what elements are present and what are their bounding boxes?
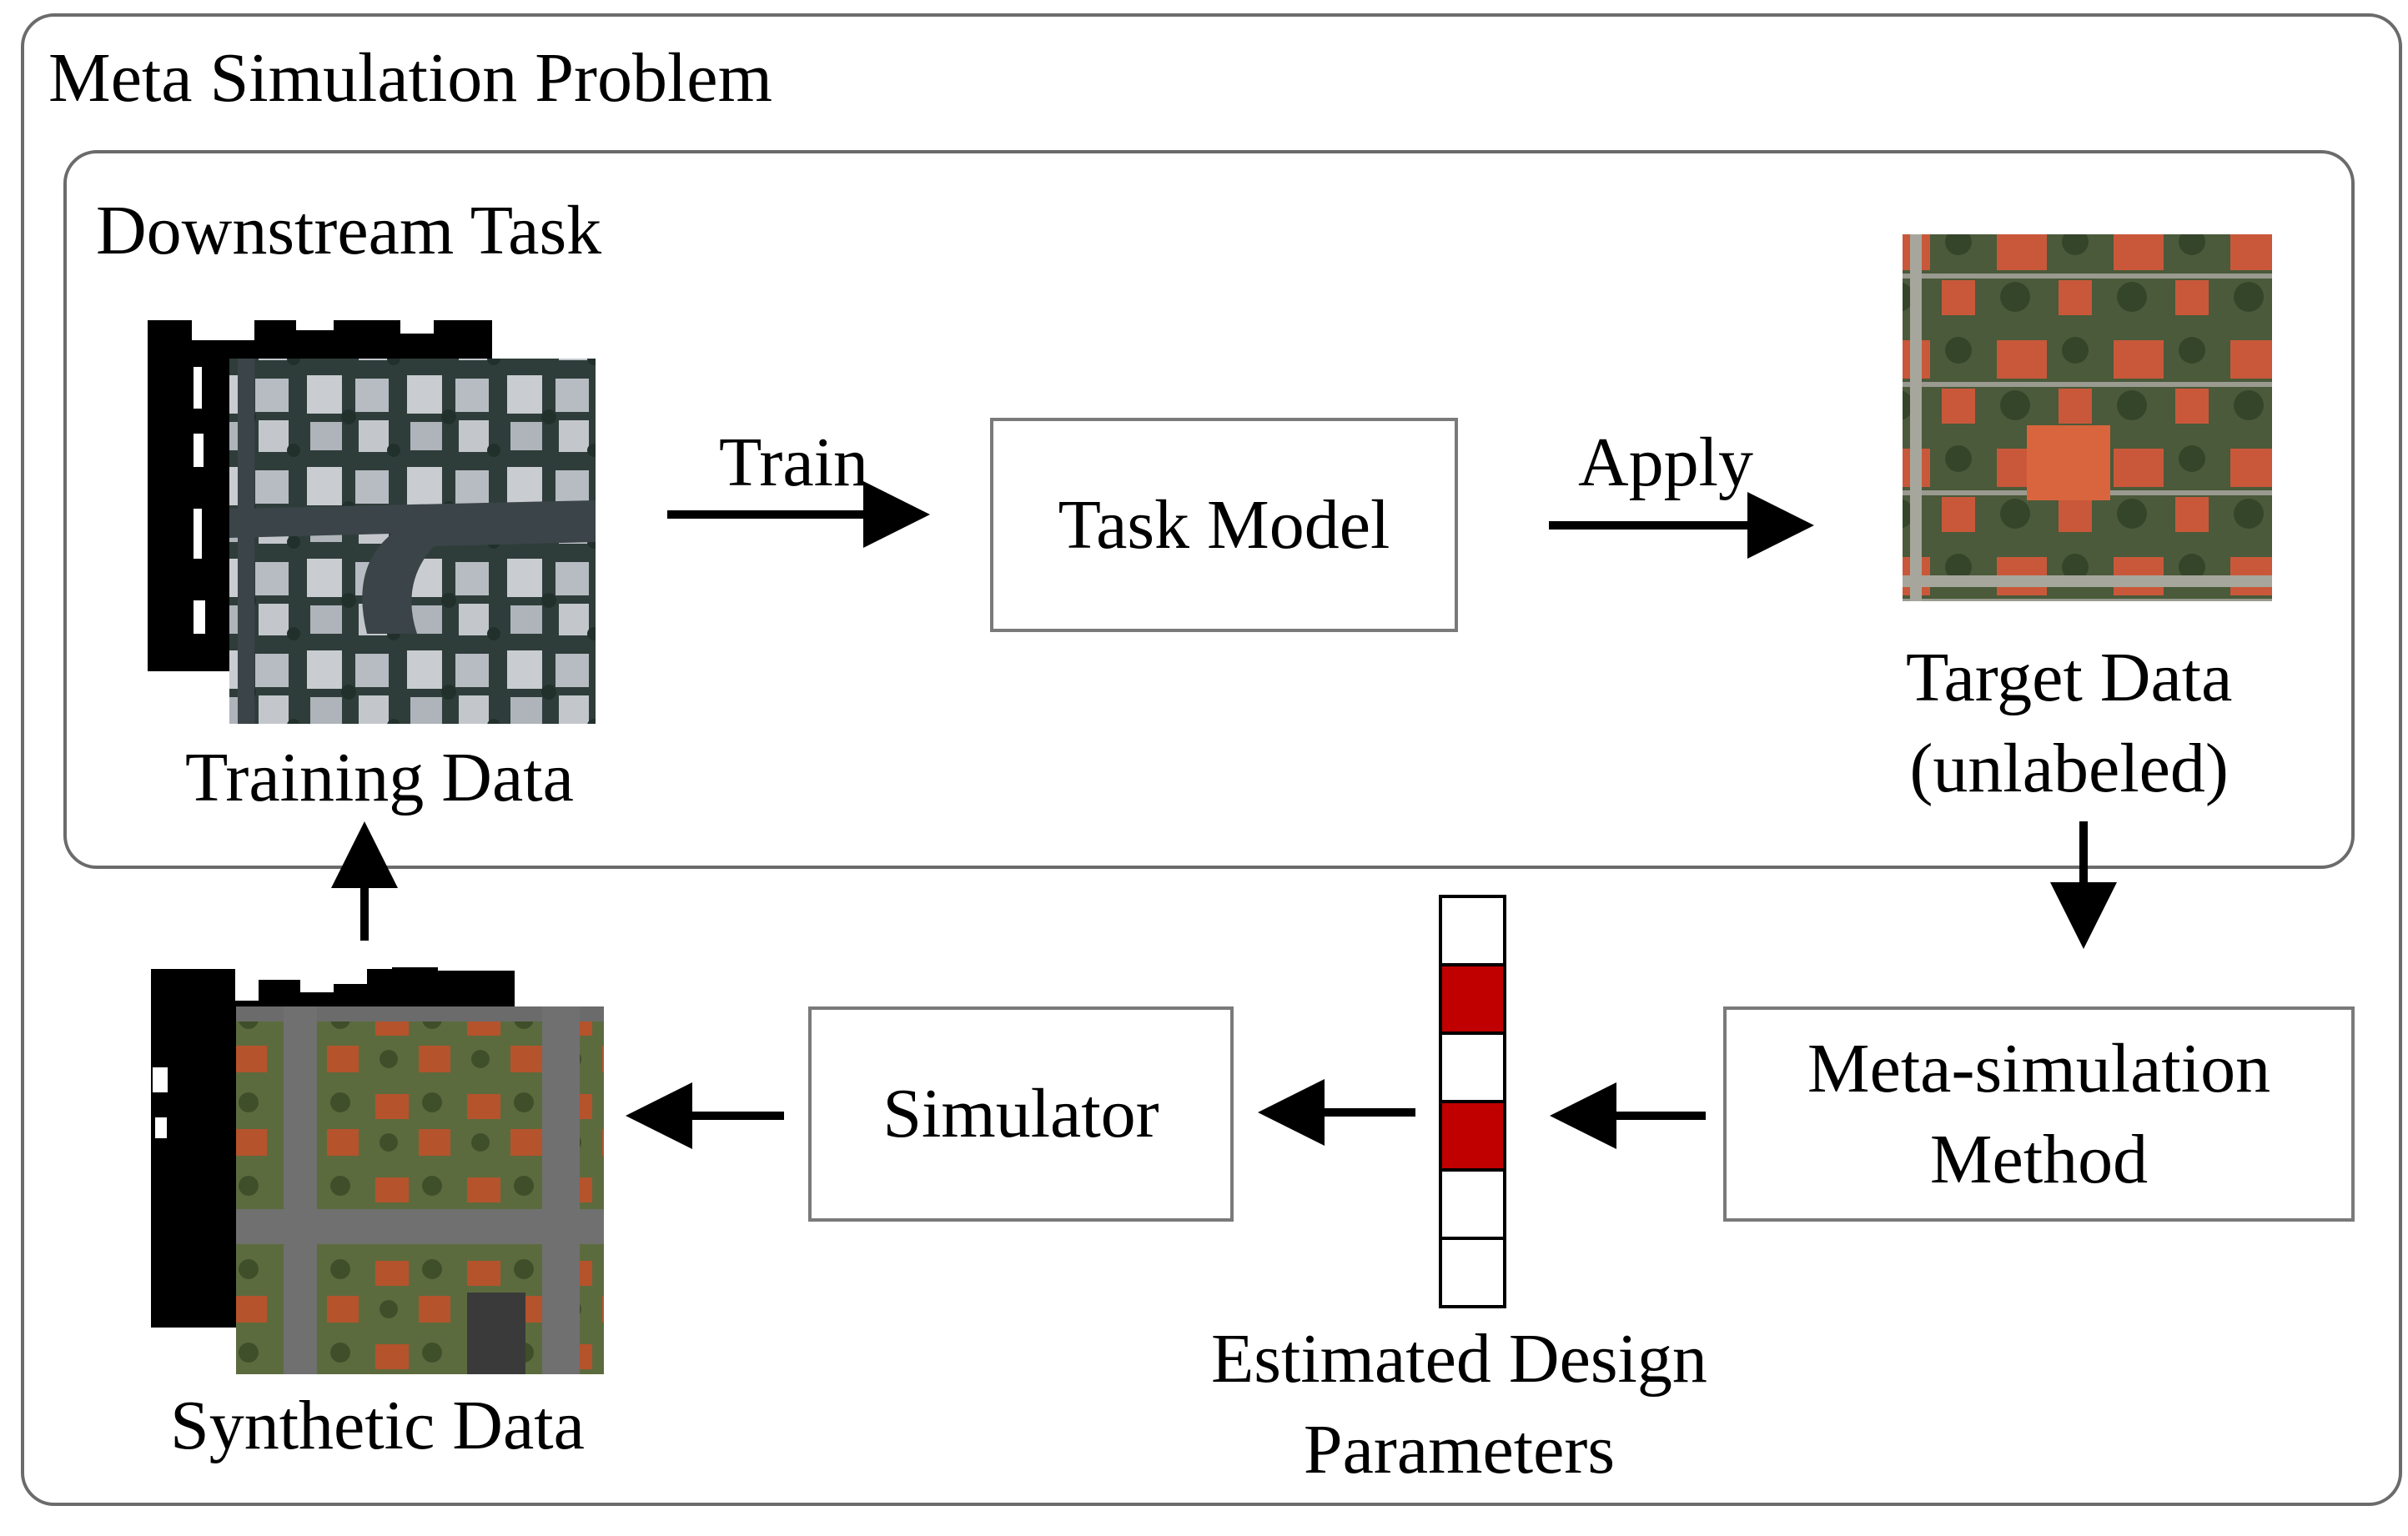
meta-simulation-method-box: Meta-simulation Method [1723,1006,2355,1222]
inner-frame [63,150,2355,869]
target-data-line1: Target Data [1906,639,2233,716]
params-line2: Parameters [1303,1411,1616,1489]
estimated-parameters-label: Estimated Design Parameters [1211,1313,1707,1495]
target-data-image [1903,234,2272,601]
param-cell-empty [1439,1168,1506,1240]
params-line1: Estimated Design [1211,1320,1707,1398]
meta-method-line2: Method [1929,1121,2149,1198]
synthetic-mask [151,967,515,1328]
outer-title: Meta Simulation Problem [48,39,772,117]
param-cell-empty [1439,1032,1506,1103]
training-data-label: Training Data [185,739,574,816]
simulator-box: Simulator [808,1006,1234,1222]
param-cell-filled [1439,963,1506,1035]
outer-frame [21,13,2402,1506]
param-cell-empty [1439,1237,1506,1308]
synthetic-data-label: Synthetic Data [170,1387,585,1464]
edge-label-apply: Apply [1578,424,1753,501]
edge-label-train: Train [719,424,868,501]
training-data-image [148,320,596,724]
param-cell-empty [1439,895,1506,966]
meta-method-line1: Meta-simulation [1807,1029,2271,1107]
task-model-label: Task Model [1058,485,1390,564]
target-data-line2: (unlabeled) [1909,730,2229,808]
param-cell-filled [1439,1100,1506,1172]
inner-title: Downstream Task [96,192,602,269]
task-model-box: Task Model [990,418,1458,632]
parameter-vector [1439,895,1506,1308]
simulator-label: Simulator [882,1075,1159,1153]
training-mask [148,320,492,671]
synthetic-data-image [151,967,604,1374]
target-data-label: Target Data (unlabeled) [1906,632,2232,814]
